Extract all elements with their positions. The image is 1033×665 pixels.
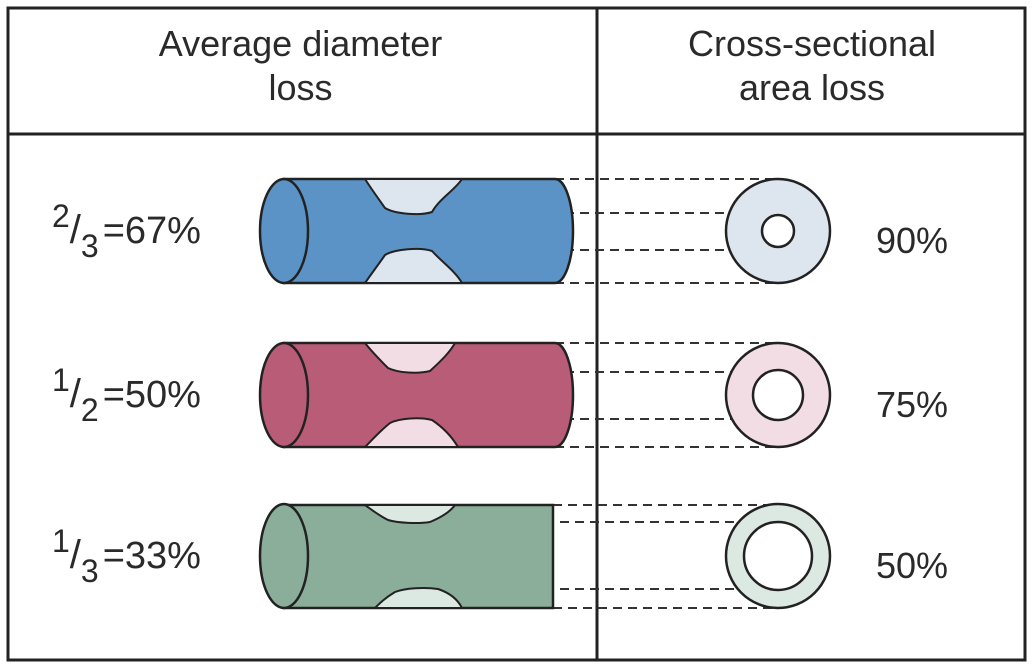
vessel-opening — [258, 177, 310, 285]
plaque-bottom — [362, 417, 460, 448]
dashed-guides — [430, 342, 778, 448]
fraction-denominator: 2 — [80, 392, 99, 428]
fraction-slash: / — [69, 208, 81, 252]
cross-section — [724, 502, 832, 610]
vessel-row-3 — [258, 502, 832, 610]
diameter-loss-label: 1/2=50% — [52, 362, 201, 428]
fraction-denominator: 3 — [80, 228, 99, 264]
vessel-opening — [258, 502, 310, 610]
vessel-opening — [258, 341, 310, 449]
fraction-numerator: 1 — [52, 523, 70, 559]
plaque-top — [363, 178, 464, 216]
fraction-slash: / — [69, 533, 81, 577]
header-line: Cross-sectional — [687, 23, 937, 64]
vessel-tube — [258, 341, 575, 449]
plaque-bottom — [372, 587, 464, 609]
cross-section-lumen — [751, 368, 805, 422]
fraction-numerator: 2 — [52, 198, 70, 234]
vessel-row-2 — [258, 341, 832, 449]
vessel-row-1 — [258, 177, 832, 285]
plaque-bottom — [363, 247, 464, 284]
vessel-wall — [282, 177, 575, 285]
percent-value: =67% — [102, 210, 201, 252]
header-line: area loss — [738, 67, 886, 108]
cross-section — [724, 177, 832, 285]
dashed-guides — [425, 504, 778, 609]
fraction-numerator: 1 — [52, 362, 70, 398]
vessel-tube — [258, 502, 555, 610]
area-loss-label: 75% — [876, 384, 949, 425]
cross-section-lumen — [742, 520, 814, 592]
vessel-wall — [282, 341, 575, 449]
cross-section-lumen — [760, 213, 796, 249]
percent-value: =33% — [102, 535, 201, 577]
diameter-loss-label: 2/3=67% — [52, 198, 201, 264]
plaque-top — [361, 504, 457, 525]
fraction-slash: / — [69, 372, 81, 416]
area-loss-label: 50% — [876, 545, 949, 586]
header-line: Average diameter — [158, 23, 443, 64]
header-line: loss — [268, 67, 333, 108]
percent-value: =50% — [102, 374, 201, 416]
fraction-denominator: 3 — [80, 553, 99, 589]
area-loss-label: 90% — [876, 220, 949, 261]
diameter-loss-label: 1/3=33% — [52, 523, 201, 589]
header-diameter-loss: Average diameter loss — [8, 22, 593, 110]
dashed-guides — [430, 178, 778, 284]
header-area-loss: Cross-sectional area loss — [602, 22, 1022, 110]
vessel-tube — [258, 177, 575, 285]
cross-section — [724, 341, 832, 449]
plaque-top — [362, 342, 457, 374]
table-border — [6, 6, 1027, 662]
